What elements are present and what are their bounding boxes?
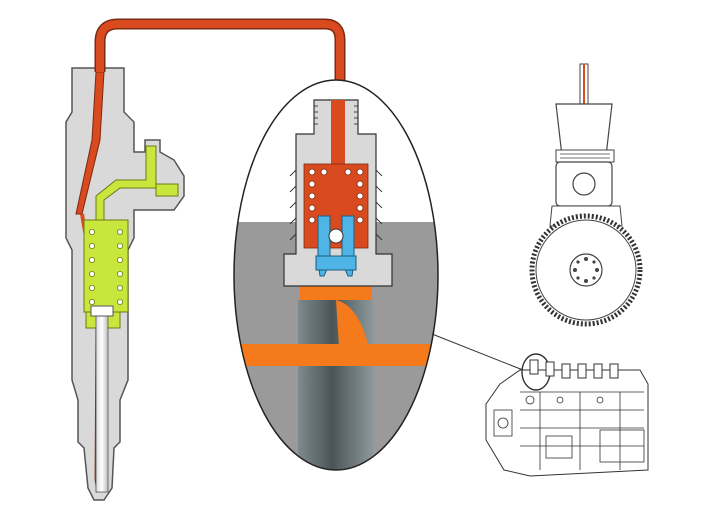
pump-element-cam <box>529 63 643 327</box>
fuel-injector <box>65 67 185 501</box>
injector-needle <box>95 315 109 493</box>
tappet-roller <box>572 172 596 196</box>
valve-outlet-passage <box>331 100 345 166</box>
injector-pressure-pin <box>90 305 114 317</box>
injector-spring-chamber <box>83 219 129 313</box>
pump-detail-lines <box>493 391 645 470</box>
valve-seat <box>315 255 357 271</box>
delivery-valve-detail <box>233 79 439 471</box>
plunger-barrel <box>555 103 613 157</box>
delivery-valve-spring <box>308 168 364 224</box>
tappet-spring <box>560 153 610 159</box>
injector-return-passage <box>95 145 179 221</box>
plunger-spill-port <box>298 344 374 366</box>
callout-line <box>431 333 529 373</box>
plunger-collar <box>555 149 615 163</box>
valve-ball <box>328 228 344 244</box>
hub-bolts <box>573 257 599 283</box>
pump-housing <box>485 369 649 477</box>
high-pressure-line-fill <box>96 20 344 170</box>
injector-spring <box>89 228 124 305</box>
holder-thread <box>289 105 383 241</box>
pump-outlets <box>529 359 619 379</box>
inline-injection-pump <box>485 353 649 477</box>
